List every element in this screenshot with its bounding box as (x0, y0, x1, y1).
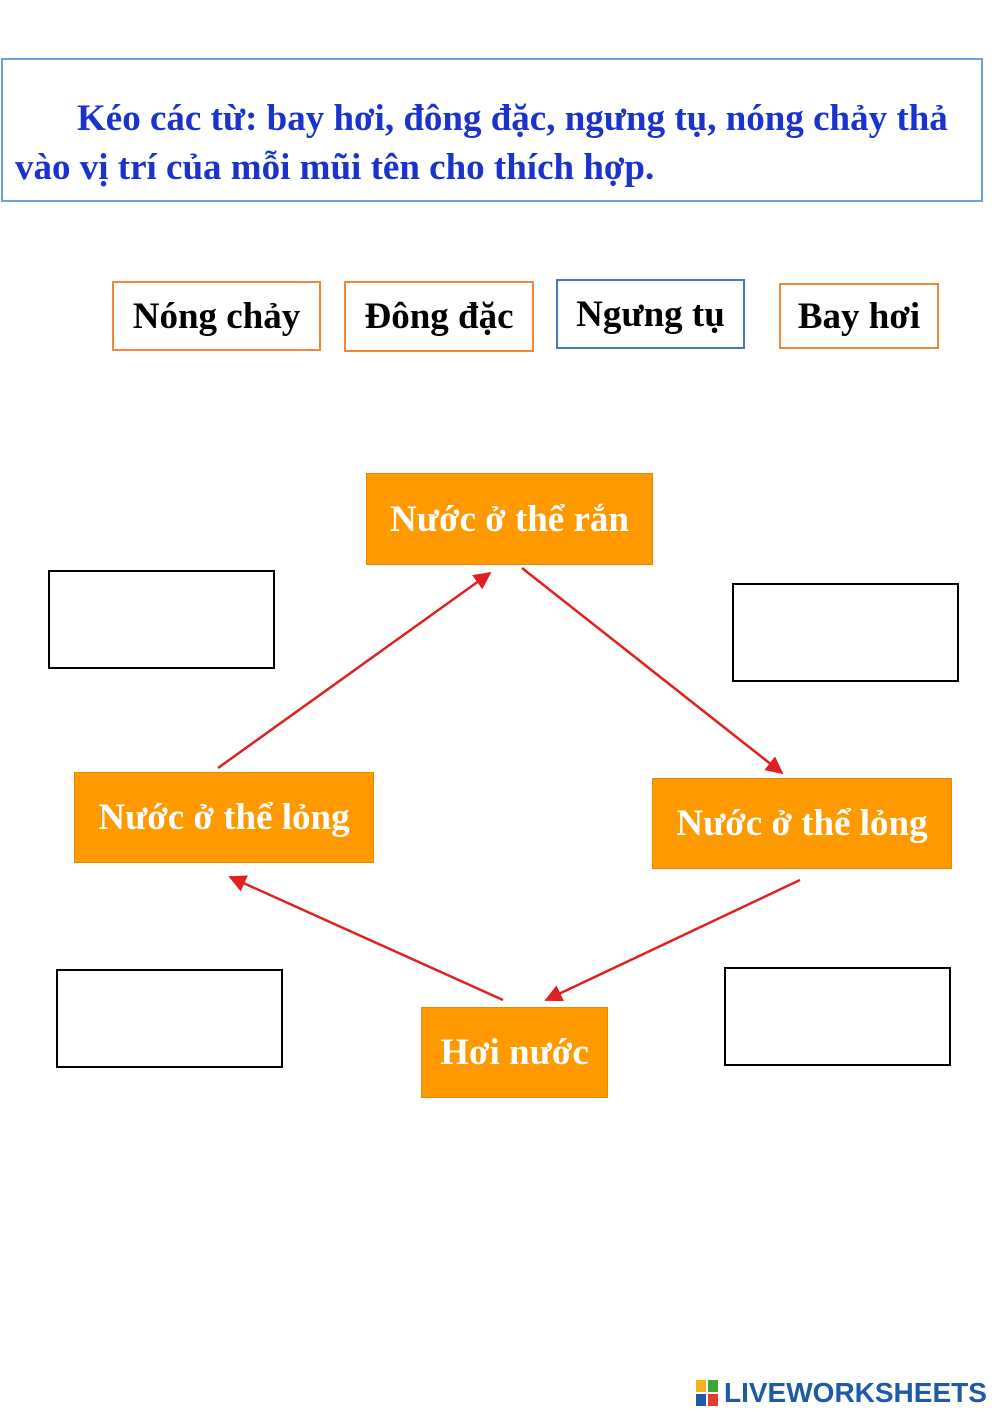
word-card-dong-dac[interactable]: Đông đặc (344, 281, 534, 352)
arrow-vapor-to-liquid (228, 875, 504, 1002)
arrow-liquid-to-solid (217, 571, 492, 770)
word-card-nong-chay[interactable]: Nóng chảy (112, 281, 321, 351)
word-card-label: Nóng chảy (132, 295, 301, 337)
instruction-text: Kéo các từ: bay hơi, đông đặc, ngưng tụ,… (15, 98, 948, 188)
word-card-label: Đông đặc (364, 296, 514, 337)
state-liquid-right-box: Nước ở thể lỏng (652, 778, 952, 869)
state-liquid-left-box: Nước ở thể lỏng (74, 772, 374, 863)
drop-zone-top-right[interactable] (732, 583, 959, 682)
drop-zone-bottom-right[interactable] (724, 967, 951, 1066)
liveworksheets-brand: LIVEWORKSHEETS (696, 1376, 987, 1410)
state-liquid-right-label: Nước ở thể lỏng (676, 803, 928, 844)
word-card-label: Bay hơi (797, 295, 921, 337)
state-solid-box: Nước ở thể rắn (366, 473, 653, 565)
word-card-label: Ngưng tụ (576, 293, 725, 335)
state-vapor-box: Hơi nước (421, 1007, 608, 1098)
arrow-solid-to-liquid (521, 567, 784, 775)
drop-zone-bottom-left[interactable] (56, 969, 283, 1068)
state-liquid-left-label: Nước ở thể lỏng (98, 797, 350, 838)
word-card-ngung-tu[interactable]: Ngưng tụ (556, 279, 745, 349)
state-solid-label: Nước ở thể rắn (390, 498, 629, 540)
word-card-bay-hoi[interactable]: Bay hơi (779, 283, 939, 349)
drop-zone-top-left[interactable] (48, 570, 275, 669)
liveworksheets-logo-icon (696, 1380, 720, 1406)
instruction-box: Kéo các từ: bay hơi, đông đặc, ngưng tụ,… (1, 58, 983, 202)
state-vapor-label: Hơi nước (440, 1032, 589, 1073)
arrow-liquid-to-vapor (544, 878, 801, 1002)
brand-text: LIVEWORKSHEETS (724, 1377, 987, 1408)
